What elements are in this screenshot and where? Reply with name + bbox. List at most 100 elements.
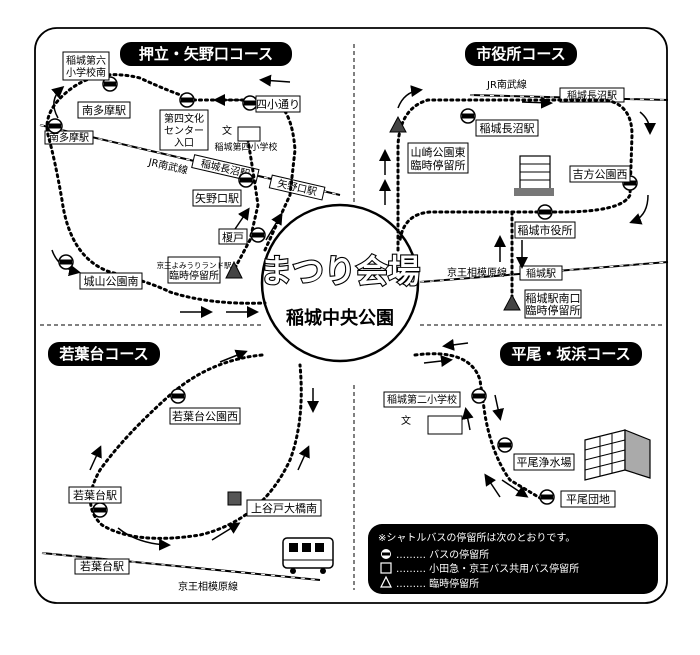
route-sw	[89, 353, 303, 540]
rail-label-wakaba: 若葉台駅	[74, 558, 130, 575]
busstop-icon-bunka	[179, 92, 195, 108]
rail-label-yanokuchi: 矢野口駅	[268, 174, 326, 201]
title-sw-course: 若葉台コース	[48, 342, 160, 366]
apartment-buildings	[584, 429, 651, 481]
stop-label-inagi-south: 稲城駅南口 臨時停留所	[524, 289, 582, 319]
stop-label-yamazaki: 山崎公園東 臨時停留所	[407, 142, 469, 174]
rail-label-minamitama: 南多摩駅	[44, 130, 94, 145]
stop-label-inagi6: 稲城第六 小学校南	[62, 51, 110, 81]
stop-label-yomiuri: 京王よみうりランド駅 臨時停留所	[157, 256, 232, 284]
title-nw-course: 押立・矢野口コース	[120, 42, 292, 66]
svg-text:……… 臨時停留所: ……… 臨時停留所	[396, 577, 479, 590]
route-ne	[396, 98, 634, 302]
busstop-icon-wakaba-park	[170, 388, 186, 404]
svg-text:臨時停留所: 臨時停留所	[526, 303, 581, 317]
stop-label-minamitama: 南多摩駅	[77, 101, 131, 119]
arrow-sw-5	[211, 522, 241, 541]
busstop-icon-hirao-danchi	[539, 489, 555, 505]
svg-text:若葉台駅: 若葉台駅	[80, 559, 124, 573]
busstop-icon-shiroyama	[58, 254, 74, 270]
stop-label-naganuma: 稲城長沼駅	[475, 119, 539, 137]
city-hall-building	[514, 155, 554, 196]
arrow-se-4	[461, 407, 474, 431]
stop-label-yoshikata: 吉方公園西	[569, 165, 631, 183]
busstop-icon-yonsho	[242, 95, 258, 111]
svg-text:南多摩駅: 南多摩駅	[49, 131, 89, 144]
svg-text:城山公園南: 城山公園南	[84, 275, 139, 288]
arrow-se-3	[492, 394, 504, 421]
svg-text:臨時停留所: 臨時停留所	[411, 158, 466, 172]
stop-label-kamiyado: 上谷戸大橋南	[246, 499, 322, 517]
busstop-icon-enoki	[250, 227, 266, 243]
svg-text:平尾団地: 平尾団地	[566, 493, 610, 506]
festival-venue: まつり会場 稲城中央公園	[259, 203, 421, 363]
svg-text:平尾浄水場: 平尾浄水場	[517, 455, 572, 469]
school-icon: 文	[222, 124, 232, 137]
ne-course: JR南武線 稲城長沼駅 京王相模原線 稲城駅 稲城長沼駅	[379, 78, 669, 319]
stop-label-inagi2: 稲城第二小学校	[383, 391, 461, 408]
keio-line-label-sw: 京王相模原線	[178, 580, 238, 593]
svg-text:小学校南: 小学校南	[66, 66, 106, 79]
legend-title: ※シャトルバスの停留所は次のとおりです。	[378, 531, 575, 544]
train-illustration	[282, 537, 334, 574]
busstop-icon-shiyakusho	[537, 204, 553, 220]
busstop-icon-yanokuchi	[238, 172, 254, 188]
busstop-icon-minamitama	[47, 118, 63, 134]
legend-bus-stop: ……… バスの停留所	[381, 548, 489, 561]
school-inagi4: 文 稲城第四小学校	[214, 124, 277, 153]
arrow-se-1	[442, 338, 469, 351]
school-icon-2: 文	[401, 414, 411, 427]
arrow-sw-4	[117, 527, 171, 551]
svg-text:第四文化: 第四文化	[164, 112, 204, 125]
se-course: 稲城第二小学校 文 平尾浄水場 平尾団地	[383, 338, 651, 508]
svg-text:四小通り: 四小通り	[256, 98, 300, 111]
svg-text:上谷戸大橋南: 上谷戸大橋南	[251, 501, 317, 515]
busstop-icon-wakaba-st	[92, 502, 108, 518]
arrow-se-5	[501, 479, 529, 498]
title-ne-text: 市役所コース	[476, 45, 565, 63]
svg-text:……… 小田急・京王バス共用バス停留所: ……… 小田急・京王バス共用バス停留所	[396, 562, 579, 575]
nw-course: 南多摩駅 JR南武線 稲城長沼駅 矢野口駅	[39, 51, 341, 318]
temp-stop-icon-yamazaki	[389, 115, 407, 133]
svg-text:稲城駅南口: 稲城駅南口	[526, 292, 581, 305]
busstop-icon-inagi2	[471, 388, 487, 404]
stop-label-wakaba-park: 若葉台公園西	[169, 407, 241, 425]
stop-label-yanokuchi: 矢野口駅	[192, 189, 242, 207]
svg-text:矢野口駅: 矢野口駅	[195, 191, 239, 205]
busstop-icon-naganuma	[460, 108, 476, 124]
arrow-sw-1	[219, 349, 248, 363]
arrow-ne-3	[639, 111, 656, 135]
arrow-nw-3	[51, 86, 65, 119]
temp-stop-icon-yomiuri	[225, 260, 243, 279]
svg-text:矢野口駅: 矢野口駅	[276, 177, 318, 199]
svg-text:稲城第四小学校: 稲城第四小学校	[214, 141, 277, 153]
arrow-se-6	[484, 473, 501, 498]
legend-shared-stop: ……… 小田急・京王バス共用バス停留所	[380, 562, 579, 575]
sw-course: 若葉台駅 京王相模原線 若葉台公園西 若葉台駅 上谷戸大橋南	[41, 349, 334, 593]
svg-text:入口: 入口	[174, 138, 194, 149]
title-nw-text: 押立・矢野口コース	[139, 45, 273, 63]
svg-text:稲城長沼駅: 稲城長沼駅	[480, 121, 535, 135]
arrow-nw-7	[265, 212, 283, 241]
arrow-sw-3	[89, 445, 102, 471]
legend-temp-stop: ……… 臨時停留所	[380, 575, 479, 590]
svg-text:稲城駅: 稲城駅	[526, 268, 556, 280]
school-inagi2: 文	[401, 414, 463, 435]
keio-line-label-ne: 京王相模原線	[447, 266, 507, 279]
title-sw-text: 若葉台コース	[58, 345, 148, 363]
svg-text:臨時停留所: 臨時停留所	[169, 269, 219, 282]
svg-text:稲城第二小学校: 稲城第二小学校	[387, 393, 457, 406]
map-frame	[34, 27, 668, 604]
shared-stop-icon-kamiyado	[227, 491, 242, 506]
stop-label-yonsho: 四小通り	[255, 95, 301, 113]
arrow-nw-2	[259, 74, 291, 87]
arrow-ne-4	[629, 194, 649, 225]
svg-text:センター: センター	[164, 125, 204, 137]
svg-text:京王よみうりランド駅: 京王よみうりランド駅	[157, 260, 232, 270]
stop-label-shiyakusho: 稲城市役所	[514, 221, 576, 239]
svg-text:吉方公園西: 吉方公園西	[573, 167, 628, 181]
stop-label-hirao-danchi: 平尾団地	[560, 490, 616, 508]
rail-label-inagi: 稲城駅	[519, 265, 563, 281]
svg-text:稲城市役所: 稲城市役所	[518, 223, 573, 237]
